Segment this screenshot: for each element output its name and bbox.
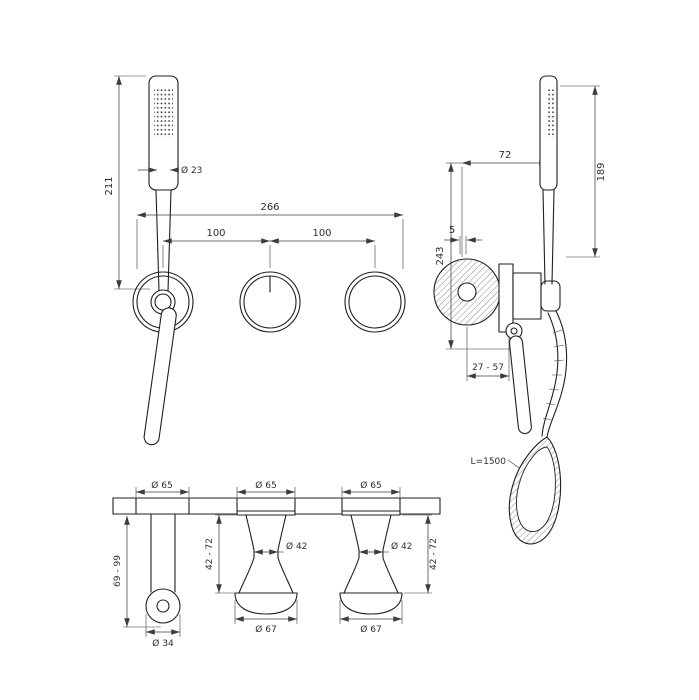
label-d65-mid: Ø 65 [255,480,276,491]
knob-right-profile: Ø 65 Ø 42 42 - 72 Ø 67 [339,480,439,635]
label-100-left: 100 [206,228,225,239]
label-266: 266 [260,202,279,213]
handshower-side [539,75,558,285]
left-escutcheon-edge [135,497,190,515]
label-243: 243 [435,246,446,265]
handshower-front [148,75,179,292]
dim-handshower-diameter: Ø 23 [138,165,202,176]
spray-holes-side [548,88,554,138]
label-42-72-mid: 42 - 72 [205,538,215,570]
mid-knob-left-profile [238,514,255,594]
label-69-99: 69 - 99 [113,555,123,587]
hose-ticks [542,329,565,421]
label-100-right: 100 [312,228,331,239]
dim-plate-5: 5 [444,225,482,254]
lever-pivot-screw [510,327,518,335]
right-knob-cap [341,497,401,516]
label-d67-right: Ø 67 [360,624,381,635]
mixer-lever-side [508,335,532,435]
hose-loop-inner [516,446,556,532]
label-5: 5 [449,225,455,236]
spray-holes [154,88,173,138]
wall-flange [433,258,501,326]
hose: L=1500 [471,310,568,545]
front-view: Ø 23 211 [104,75,406,446]
mid-knob-cap [236,497,296,516]
right-knob-left-profile [343,514,360,594]
label-d23: Ø 23 [181,165,202,176]
dim-offset-72: 72 [461,150,548,257]
dim-depth-range: 27 - 57 [466,327,510,381]
label-27-57: 27 - 57 [472,363,504,373]
flange-center [457,282,477,302]
valve-cartridge [512,272,542,320]
outlet-end [145,588,181,624]
hose-inner [541,312,559,437]
label-d42-right: Ø 42 [391,541,412,552]
handshower-holder-side [540,280,561,312]
outlet-elbow: Ø 65 Ø 34 69 - 99 [113,480,190,649]
valve-body-side [498,263,561,435]
outlet-tube [150,513,176,593]
dim-handshower-height: 211 [104,75,150,290]
right-knob-base [339,592,403,615]
mid-knob-base [234,592,298,615]
side-view: 72 243 5 [433,75,607,545]
label-hose-length: L=1500 [471,457,507,467]
dim-total-width: 266 [136,202,404,269]
label-189: 189 [596,162,607,181]
label-72: 72 [499,150,512,161]
hose-outer [546,310,568,438]
label-d67-mid: Ø 67 [255,624,276,635]
bottom-view: Ø 65 Ø 34 69 - 99 Ø 65 [112,480,441,649]
mixer-left-control [132,271,194,446]
knob-middle-front [239,271,301,333]
dim-height-189: 189 [560,85,607,258]
mixer-lever [143,307,177,446]
label-d34: Ø 34 [152,638,174,649]
knob-middle-profile: Ø 65 Ø 42 42 - 72 Ø 67 [205,480,307,635]
dim-spacings: 100 100 [162,228,376,268]
handshower-handle-side [542,189,555,285]
knob-right-front [344,271,406,333]
outlet-end-inner [156,599,170,613]
right-knob-right-profile [382,514,399,594]
label-d65-left: Ø 65 [151,480,172,491]
label-211: 211 [104,176,115,195]
mid-knob-right-profile [277,514,294,594]
label-42-72-right: 42 - 72 [429,538,439,570]
label-d42-mid: Ø 42 [286,541,307,552]
valve-base [498,263,514,333]
label-d65-right: Ø 65 [360,480,381,491]
